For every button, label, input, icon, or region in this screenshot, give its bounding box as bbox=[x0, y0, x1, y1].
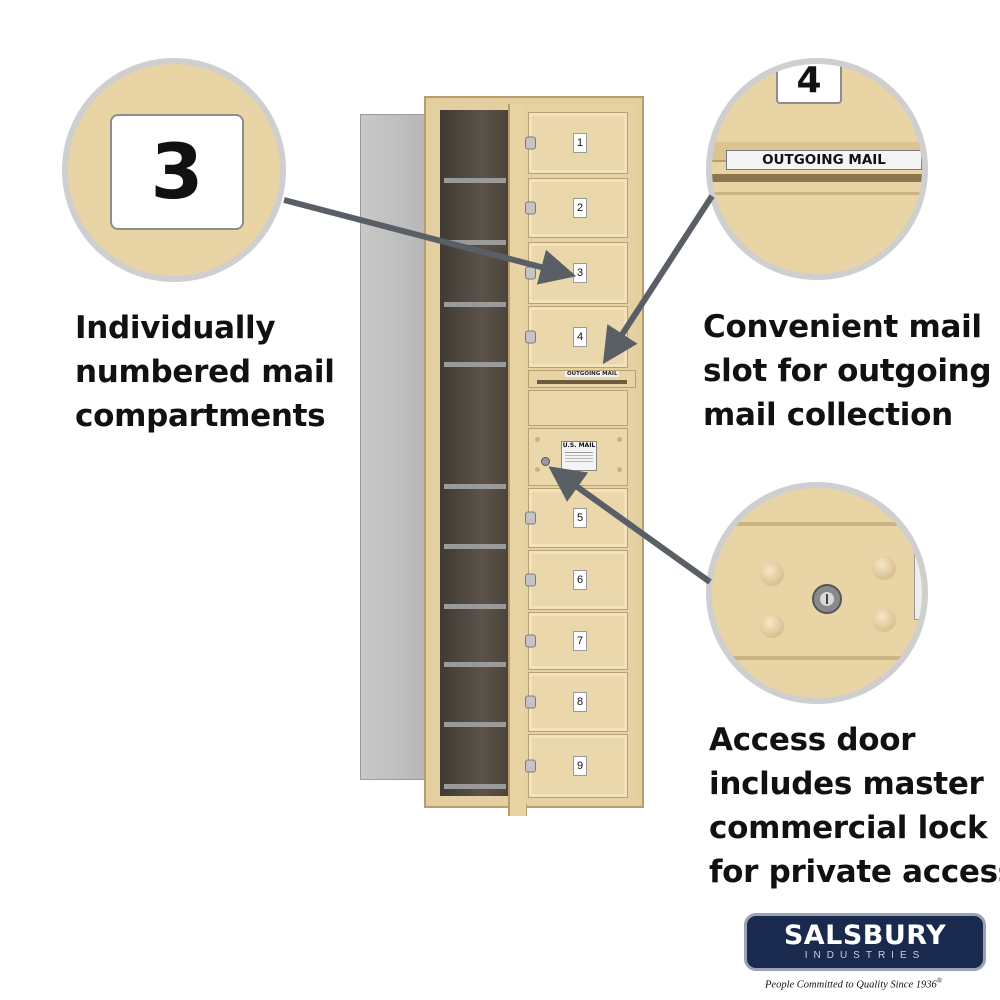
us-mail-text: U.S. MAIL bbox=[562, 442, 596, 449]
compartment-shelf bbox=[444, 722, 506, 727]
caption-line: Convenient mail bbox=[703, 309, 982, 345]
recess-housing bbox=[360, 114, 434, 780]
door-number: 9 bbox=[573, 756, 587, 776]
caption-numbered-compartments: Individually numbered mail compartments bbox=[75, 306, 335, 438]
blank-panel bbox=[528, 390, 628, 426]
registered-mark: ® bbox=[936, 977, 943, 985]
outgoing-mail-slot: OUTGOING MAIL bbox=[528, 370, 636, 388]
master-lock-icon bbox=[812, 584, 842, 614]
caption-line: slot for outgoing bbox=[703, 353, 992, 389]
compartment-shelf bbox=[444, 544, 506, 549]
door-number: 1 bbox=[573, 133, 587, 153]
zoom-circle-door-number: 3 bbox=[62, 58, 286, 282]
us-mail-label: U.S. MAIL bbox=[561, 441, 597, 471]
door-number-card: 3 bbox=[110, 114, 244, 230]
door-lock-icon bbox=[525, 136, 536, 150]
rivet-icon bbox=[535, 437, 540, 442]
rivet-icon bbox=[617, 437, 622, 442]
outgoing-mail-plate: OUTGOING MAIL bbox=[726, 150, 922, 170]
mail-door: 7 bbox=[525, 612, 628, 670]
door-number-value: 4 bbox=[796, 60, 822, 101]
mail-door: 3 bbox=[525, 242, 628, 304]
door-number: 2 bbox=[573, 198, 587, 218]
door-lock-icon bbox=[525, 695, 536, 709]
door-number: 3 bbox=[573, 263, 587, 283]
compartment-shelf bbox=[444, 604, 506, 609]
rivet-icon bbox=[872, 556, 896, 580]
door-number: 5 bbox=[573, 508, 587, 528]
access-lock-icon bbox=[541, 457, 550, 466]
access-door: U.S. MAIL bbox=[528, 428, 628, 486]
door-number-value: 3 bbox=[150, 127, 204, 216]
brand-tagline: People Committed to Quality Since 1936® bbox=[765, 977, 942, 991]
slot-opening bbox=[712, 174, 922, 182]
mail-door: 4 bbox=[525, 306, 628, 368]
mail-door: 2 bbox=[525, 178, 628, 238]
caption-line: Access door bbox=[709, 722, 916, 758]
compartment-shelf bbox=[444, 240, 506, 245]
compartment-shelf bbox=[444, 178, 506, 183]
mail-door: 5 bbox=[525, 488, 628, 548]
door-number-card-partial: 4 bbox=[776, 60, 842, 104]
panel-top-edge bbox=[712, 522, 922, 526]
outgoing-mail-label: OUTGOING MAIL bbox=[762, 152, 886, 168]
panel-bottom-edge bbox=[712, 656, 922, 660]
slot-opening bbox=[537, 380, 627, 384]
caption-line: includes master bbox=[709, 766, 984, 802]
salsbury-logo: SALSBURY INDUSTRIES bbox=[744, 913, 986, 971]
mail-door: 1 bbox=[525, 112, 628, 174]
rivet-icon bbox=[760, 562, 784, 586]
rivet-icon bbox=[872, 608, 896, 632]
door-number: 8 bbox=[573, 692, 587, 712]
tagline-text: People Committed to Quality Since 1936 bbox=[765, 979, 937, 991]
compartment-shelf bbox=[444, 302, 506, 307]
caption-line: compartments bbox=[75, 398, 326, 434]
door-lock-icon bbox=[525, 511, 536, 525]
logo-subtitle: INDUSTRIES bbox=[804, 950, 926, 961]
door-number: 4 bbox=[573, 327, 587, 347]
caption-access-door: Access door includes master commercial l… bbox=[709, 718, 1000, 894]
outgoing-slot-text: OUTGOING MAIL bbox=[567, 371, 618, 377]
door-lock-icon bbox=[525, 759, 536, 773]
caption-line: numbered mail bbox=[75, 354, 335, 390]
door-lock-icon bbox=[525, 330, 536, 344]
rivet-icon bbox=[760, 614, 784, 638]
rivet-icon bbox=[535, 467, 540, 472]
interior-compartments bbox=[440, 110, 510, 796]
mail-door: 6 bbox=[525, 550, 628, 610]
panel-edge bbox=[712, 192, 922, 195]
compartment-shelf bbox=[444, 362, 506, 367]
compartment-shelf bbox=[444, 784, 506, 789]
mail-door: 8 bbox=[525, 672, 628, 732]
label-plate-edge bbox=[914, 548, 922, 620]
zoom-circle-access-lock bbox=[706, 482, 928, 704]
mail-door: 9 bbox=[525, 734, 628, 798]
door-number: 7 bbox=[573, 631, 587, 651]
door-number: 6 bbox=[573, 570, 587, 590]
compartment-shelf bbox=[444, 662, 506, 667]
rivet-icon bbox=[617, 467, 622, 472]
door-lock-icon bbox=[525, 573, 536, 587]
caption-line: Individually bbox=[75, 310, 276, 346]
caption-outgoing-slot: Convenient mail slot for outgoing mail c… bbox=[703, 305, 992, 437]
caption-line: for private access bbox=[709, 854, 1000, 890]
door-lock-icon bbox=[525, 201, 536, 215]
caption-line: mail collection bbox=[703, 397, 953, 433]
door-lock-icon bbox=[525, 634, 536, 648]
door-lock-icon bbox=[525, 266, 536, 280]
outgoing-slot-label: OUTGOING MAIL bbox=[565, 371, 620, 377]
zoom-circle-outgoing-slot: 4 OUTGOING MAIL bbox=[706, 58, 928, 280]
logo-name: SALSBURY bbox=[783, 920, 947, 951]
compartment-shelf bbox=[444, 484, 506, 489]
caption-line: commercial lock bbox=[709, 810, 988, 846]
